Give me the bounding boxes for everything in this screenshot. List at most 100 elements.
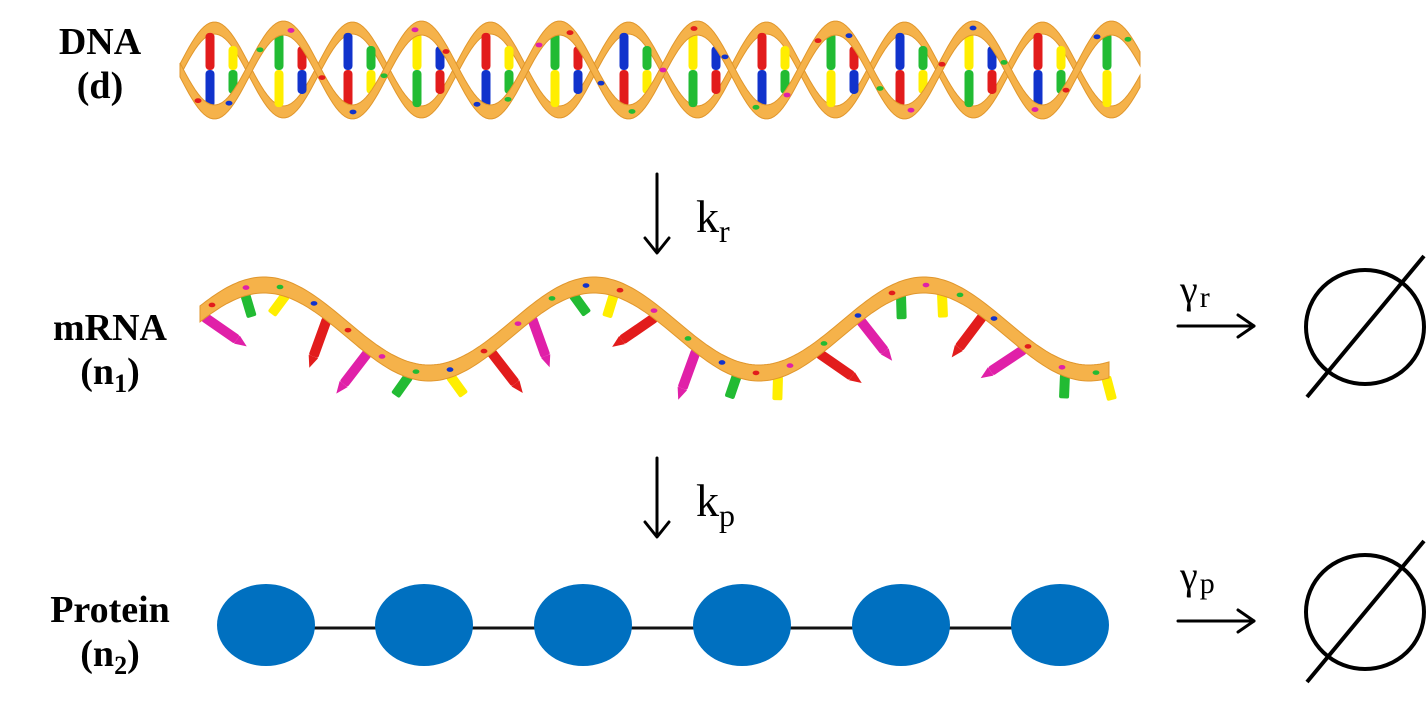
mrna-nucleotide <box>937 293 948 318</box>
mrna-nucleotide-body <box>1059 374 1070 399</box>
mrna-nucleotide-body <box>240 292 257 318</box>
mrna-ribbon-dot <box>1092 370 1100 375</box>
protein-decay-symbol: γ <box>1180 553 1200 598</box>
transcription-arrow <box>643 172 671 255</box>
mrna-nucleotide <box>772 376 783 401</box>
dna-ribbon-dot <box>349 109 357 115</box>
dna-ribbon-dot <box>256 47 264 53</box>
mrna-ribbon-dot <box>276 284 284 290</box>
dna-base-pair-lower <box>757 70 767 108</box>
mrna-nucleotide-body <box>446 373 468 398</box>
mrna-nucleotide-body <box>602 293 619 319</box>
protein-bead <box>375 584 473 666</box>
mrna-ribbon <box>199 276 1110 382</box>
protein-bead <box>534 584 632 666</box>
dna-base-pair-upper <box>274 32 284 70</box>
dna-name: DNA <box>58 21 142 63</box>
dna-ribbon-dot <box>287 28 295 33</box>
mrna-nucleotide-tip <box>951 344 963 358</box>
mrna-ribbon-dot <box>480 348 488 354</box>
mrna-nucleotide-body <box>856 317 888 354</box>
dna-base-pair-upper <box>550 32 560 70</box>
mrna-nucleotide-tip <box>511 380 523 393</box>
dna-ribbon-dot <box>969 25 977 31</box>
protein-degraded-empty-set-icon <box>1304 539 1426 684</box>
mrna-strand <box>199 276 1117 401</box>
dna-base-pair-upper <box>757 32 767 70</box>
mrna-nucleotide <box>816 350 862 384</box>
mrna-nucleotide-body <box>955 313 987 351</box>
mrna-degraded-empty-set-icon <box>1304 254 1426 399</box>
mrna-nucleotide <box>725 374 742 399</box>
mrna-nucleotide-body <box>268 292 290 317</box>
mrna-nucleotide-tip <box>234 335 247 347</box>
mrna-decay-arrow <box>1176 313 1256 339</box>
mrna-ribbon-dot <box>514 321 522 326</box>
transcription-rate-sub: r <box>719 213 730 249</box>
dna-var: d <box>89 65 111 107</box>
dna-base-pair-upper <box>1056 46 1066 70</box>
dna-ribbon-dot <box>845 33 853 39</box>
mrna-ribbon-dot <box>1024 344 1032 349</box>
mrna-ribbon-dot <box>344 327 352 333</box>
dna-ribbon-dot <box>411 27 419 33</box>
mrna-nucleotide <box>896 295 907 320</box>
dna-base-pair-lower <box>711 70 721 94</box>
mrna-ribbon-dot <box>786 363 794 368</box>
dna-ribbon-dot <box>225 100 233 106</box>
dna-base-pair-lower <box>412 70 422 108</box>
dna-ribbon-dot <box>504 96 512 102</box>
dna-base-pair-lower <box>688 70 698 108</box>
protein-var-base: n <box>92 633 115 675</box>
dna-ribbon-dot <box>628 109 636 114</box>
mrna-nucleotide-body <box>391 373 413 398</box>
mrna-nucleotide <box>527 317 551 368</box>
mrna-nucleotide <box>856 317 893 361</box>
mrna-nucleotide <box>1101 375 1117 401</box>
dna-base-pair-upper <box>504 46 514 70</box>
mrna-ribbon-dot <box>242 285 250 290</box>
transcription-rate-symbol: k <box>696 191 719 242</box>
protein-bead <box>852 584 950 666</box>
dna-base-pair-lower <box>297 70 307 94</box>
dna-base-pair-upper <box>343 32 353 70</box>
dna-double-helix <box>179 20 1141 120</box>
dna-base-pair-upper <box>1033 32 1043 70</box>
dna-ribbon-dot <box>659 67 667 73</box>
mrna-ribbon-dot <box>888 290 896 296</box>
dna-ribbon-dot <box>876 86 884 91</box>
transcription-rate-label: kr <box>696 191 730 248</box>
mrna-nucleotide <box>612 314 658 347</box>
dna-base-pair-lower <box>849 70 859 94</box>
dna-ribbon-dot <box>783 92 791 98</box>
dna-ribbon-dot <box>380 73 388 79</box>
dna-ribbon-dot <box>907 107 915 113</box>
dna-base-pair-lower <box>205 70 215 108</box>
dna-base-pair-lower <box>343 70 353 108</box>
dna-ribbon-dot <box>1000 59 1008 65</box>
dna-base-pair-upper <box>918 46 928 70</box>
protein-name: Protein <box>50 589 170 631</box>
mrna-ribbon-dot <box>208 302 216 308</box>
dna-base-pair-lower <box>826 70 836 108</box>
protein-bead <box>693 584 791 666</box>
mrna-nucleotide <box>391 373 413 398</box>
dna-base-pair-upper <box>1102 32 1112 70</box>
translation-rate-sub: p <box>719 497 735 533</box>
mrna-nucleotide <box>602 293 619 319</box>
dna-base-pair-lower <box>435 70 445 94</box>
mrna-nucleotide-body <box>340 350 372 387</box>
protein-decay-label: γp <box>1180 553 1217 599</box>
mrna-ribbon-dot <box>650 308 658 313</box>
mrna-ribbon-dot <box>310 301 318 306</box>
protein-decay-arrow <box>1176 608 1256 634</box>
protein-chain <box>217 584 1109 666</box>
dna-base-pair-upper <box>964 32 974 70</box>
mrna-nucleotide-body <box>309 317 332 358</box>
mrna-nucleotide-body <box>725 374 742 399</box>
mrna-ribbon-dot <box>616 287 624 293</box>
mrna-name: mRNA <box>53 307 167 349</box>
mrna-nucleotide-tip <box>540 354 551 368</box>
